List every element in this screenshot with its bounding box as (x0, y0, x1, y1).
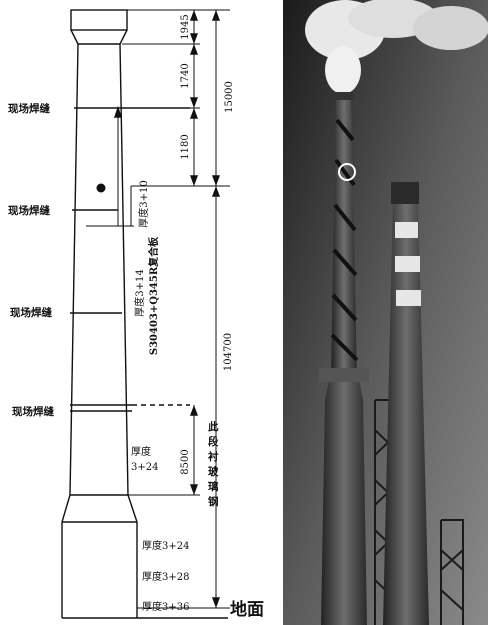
photo-smoke (413, 6, 488, 50)
chimney-flare-left (70, 29, 79, 45)
thickness-mid-2: S30403+Q345R复合板 (147, 236, 160, 355)
chimney-flare-right (119, 29, 128, 45)
dim-1180: 1180 (180, 134, 191, 159)
dim-104700: 104700 (223, 333, 234, 371)
photo-smoke (325, 46, 361, 94)
chimney-upper-left-wall (69, 43, 79, 496)
dim-arrow (189, 405, 199, 416)
weld-label-1: 现场焊缝 (8, 102, 50, 115)
photo-back-band (396, 290, 421, 306)
photo-highlight-circle (338, 163, 356, 181)
photo-spiral-strake (330, 118, 359, 362)
chimney-section-drawing: 现场焊缝 现场焊缝 现场焊缝 现场焊缝 1945 1740 1180 15000… (8, 9, 264, 620)
photo-front-cap (335, 92, 353, 100)
inspection-hole (96, 183, 106, 193)
thickness-mid-1: 厚度3+14 (133, 269, 146, 316)
photo-back-band (395, 222, 418, 238)
thickness-base-3: 厚度3+36 (142, 600, 189, 613)
base-flare-left (61, 494, 71, 523)
weld-label-3: 现场焊缝 (10, 306, 52, 319)
dim-arrow (189, 484, 199, 495)
dim-1740: 1740 (180, 63, 191, 88)
photo-front-base (321, 380, 367, 625)
arrowhead-1 (114, 105, 122, 118)
ground-label: 地面 (230, 599, 264, 620)
photo-platform (319, 368, 369, 382)
dim-arrow (211, 175, 221, 186)
photo-scaffold-right (440, 519, 464, 625)
photo-back-cap (391, 182, 419, 204)
dim-arrow (211, 597, 221, 608)
chimney-top-cap (70, 9, 128, 31)
dim-arrow (189, 175, 199, 186)
dim-arrow (189, 33, 199, 44)
thickness-lower-2: 3+24 (131, 462, 158, 473)
dim-arrow (211, 186, 221, 197)
dim-arrow (189, 108, 199, 119)
weld-label-2: 现场焊缝 (8, 204, 50, 217)
photo-front-chimney (331, 95, 357, 380)
dim-1945: 1945 (180, 14, 191, 39)
dim-8500: 8500 (180, 449, 191, 474)
thickness-base-1: 厚度3+24 (142, 539, 189, 552)
photo-back-chimney (383, 200, 429, 625)
dim-arrow (189, 44, 199, 55)
chimney-upper-right-wall (119, 43, 129, 496)
dim-15000: 15000 (224, 81, 235, 113)
thickness-base-2: 厚度3+28 (142, 570, 189, 583)
lining-note: 此段衬玻璃钢 (208, 420, 219, 508)
chimney-photo (283, 0, 488, 625)
photo-back-band (395, 256, 420, 272)
thickness-lower-1: 厚度 (131, 445, 151, 458)
weld-label-4: 现场焊缝 (12, 405, 54, 418)
dim-arrow (189, 10, 199, 21)
dim-arrow (211, 10, 221, 21)
dim-arrow (189, 97, 199, 108)
base-flare-right (127, 494, 138, 523)
thickness-upper: 厚度3+10 (137, 180, 150, 227)
